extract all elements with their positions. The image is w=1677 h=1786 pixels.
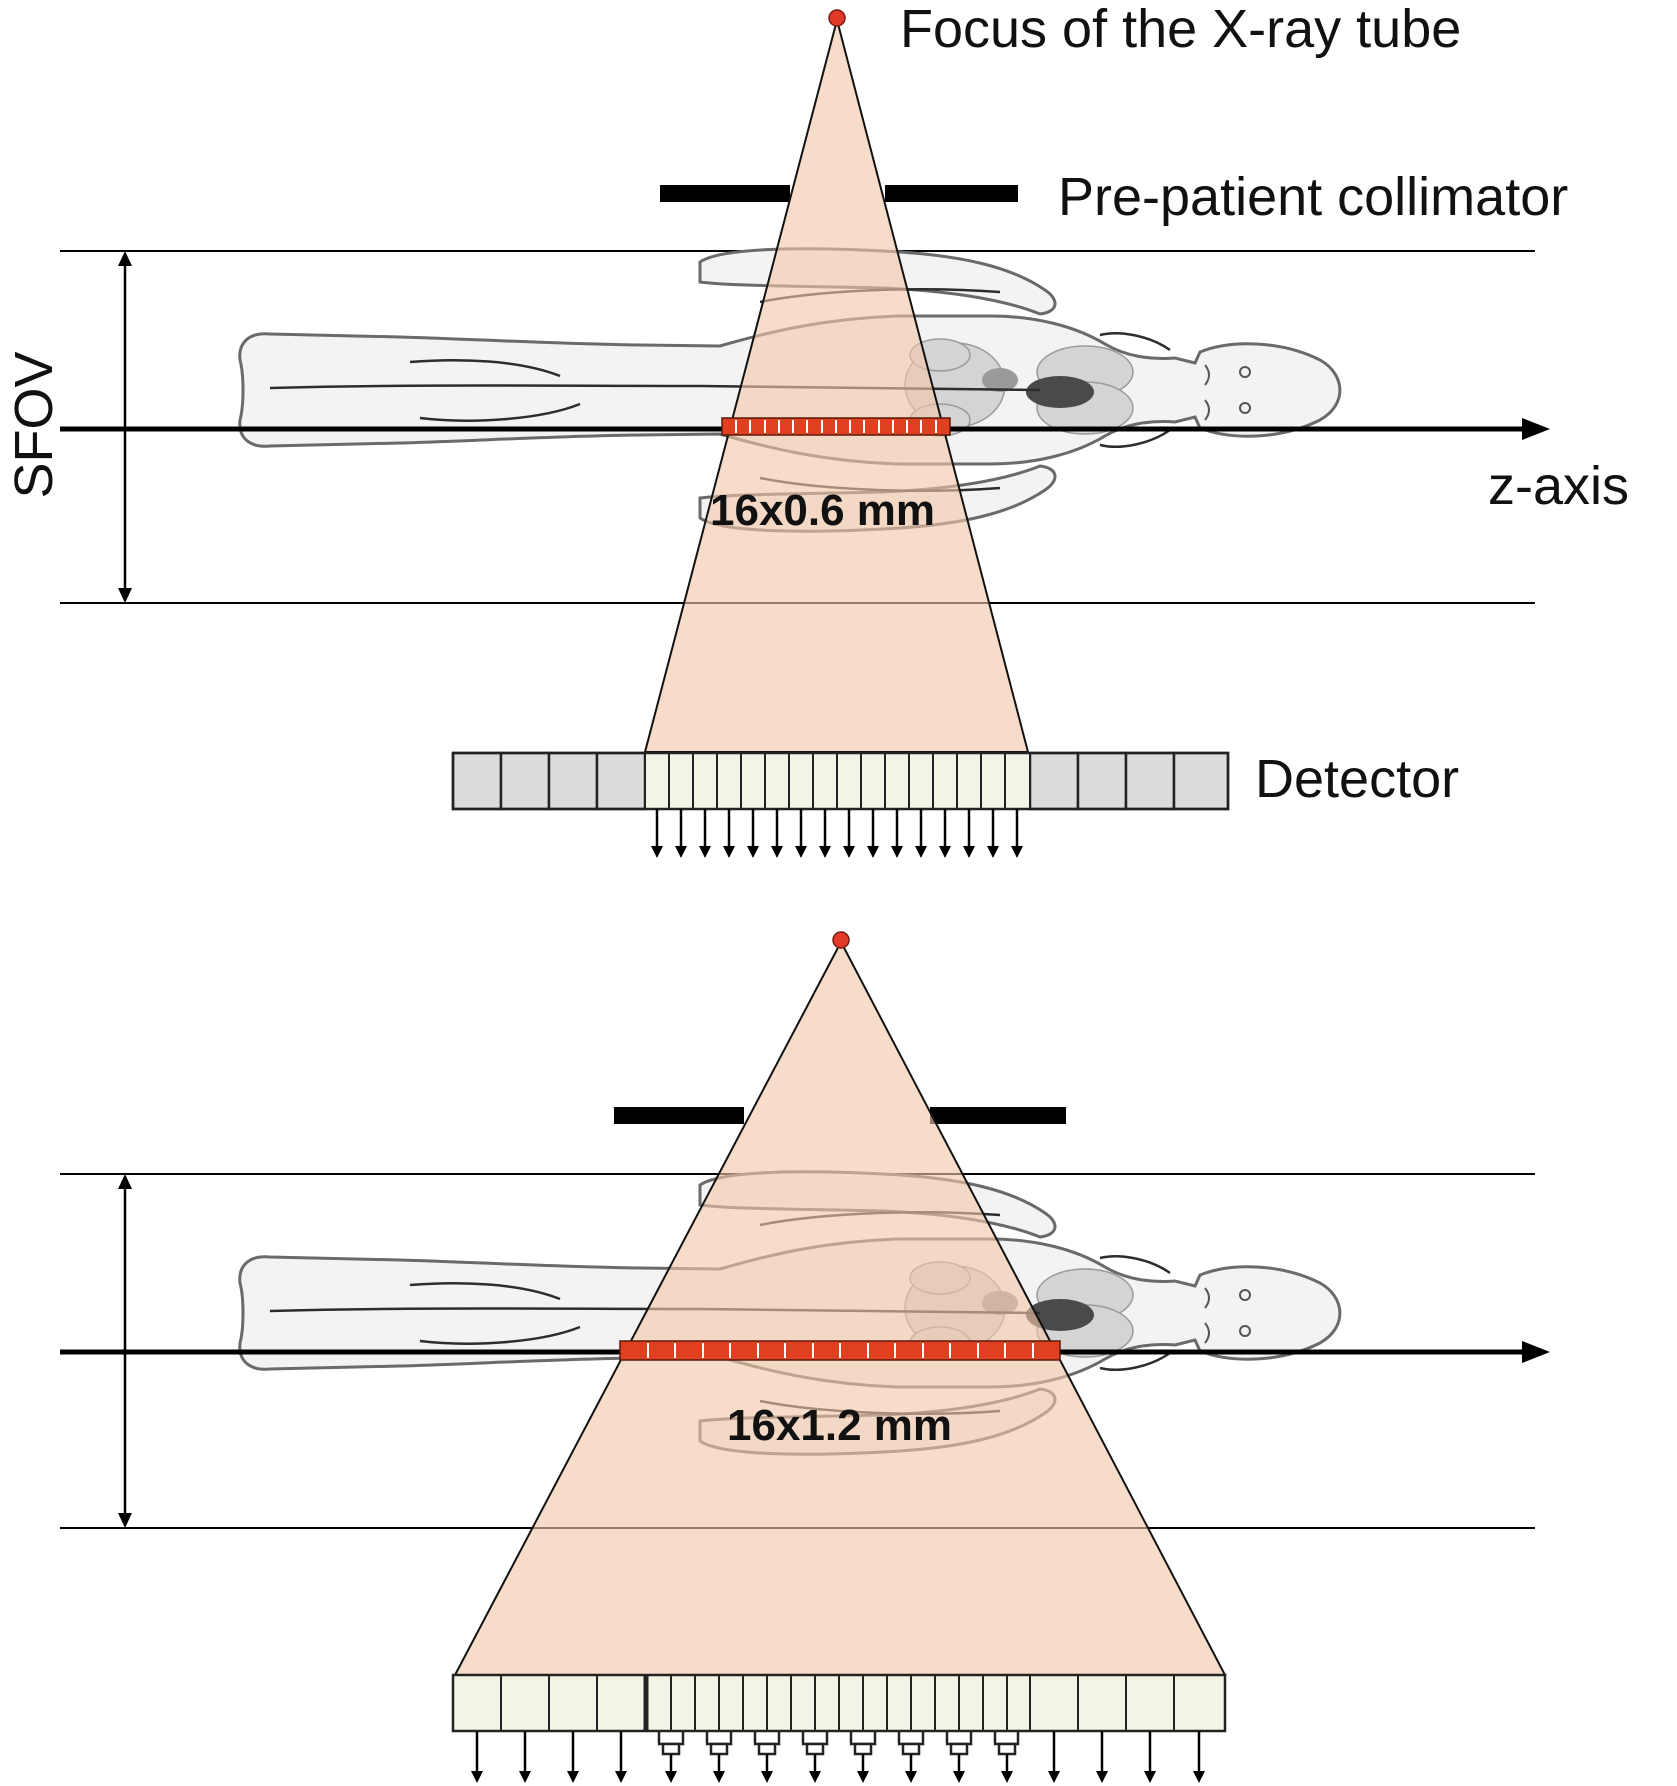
detector-output-arrows bbox=[471, 1731, 1205, 1783]
sfov-label: SFOV bbox=[4, 351, 64, 498]
focus-label: Focus of the X-ray tube bbox=[900, 0, 1461, 59]
detector-outer-cell bbox=[1076, 751, 1128, 811]
detector-inner-cells bbox=[644, 752, 1031, 810]
collimator-plates bbox=[614, 1107, 1066, 1124]
detector-cell bbox=[500, 1674, 550, 1732]
detector-cell bbox=[1173, 1674, 1226, 1732]
slice-collimation-bar bbox=[619, 1340, 1061, 1361]
top-panel: SFOV z-axis bbox=[4, 0, 1629, 858]
collimator-right-plate bbox=[885, 185, 1018, 202]
detector-cell bbox=[548, 1674, 598, 1732]
detector-outer-cell bbox=[547, 751, 599, 811]
detector-inner-cells bbox=[646, 1674, 1031, 1732]
detector-outer-cell bbox=[595, 751, 647, 811]
z-axis-label: z-axis bbox=[1488, 456, 1629, 516]
slice-dividers bbox=[735, 420, 937, 433]
detector-array bbox=[451, 751, 1230, 811]
slice-collimation-bar bbox=[721, 417, 951, 436]
detector-label: Detector bbox=[1255, 749, 1459, 809]
detector-cell bbox=[596, 1674, 646, 1732]
collimation-label: 16x0.6 mm bbox=[710, 486, 935, 535]
focus-spot bbox=[832, 931, 850, 949]
detector-cell bbox=[452, 1674, 502, 1732]
combined-cell-connectors bbox=[657, 1731, 1020, 1783]
collimator-label: Pre-patient collimator bbox=[1058, 167, 1568, 227]
detector-cell bbox=[1077, 1674, 1127, 1732]
detector-output-arrows bbox=[651, 809, 1023, 858]
detector-outer-cell bbox=[499, 751, 551, 811]
collimator-left-plate bbox=[614, 1107, 744, 1124]
collimator-left-plate bbox=[660, 185, 790, 202]
collimator-plates bbox=[660, 185, 1018, 202]
detector-cell bbox=[1125, 1674, 1175, 1732]
detector-outer-cell bbox=[1028, 751, 1080, 811]
detector-outer-cell bbox=[1172, 751, 1230, 811]
detector-outer-cell bbox=[1124, 751, 1176, 811]
focus-spot bbox=[828, 9, 846, 27]
collimator-right-plate bbox=[930, 1107, 1066, 1124]
detector-cell bbox=[1029, 1674, 1079, 1732]
slice-dividers bbox=[647, 1343, 1034, 1358]
collimation-label: 16x1.2 mm bbox=[727, 1401, 952, 1450]
detector-outer-cell bbox=[451, 751, 503, 811]
detector-array bbox=[451, 1673, 1227, 1733]
bottom-panel: 16x1.2 mm bbox=[60, 931, 1550, 1783]
